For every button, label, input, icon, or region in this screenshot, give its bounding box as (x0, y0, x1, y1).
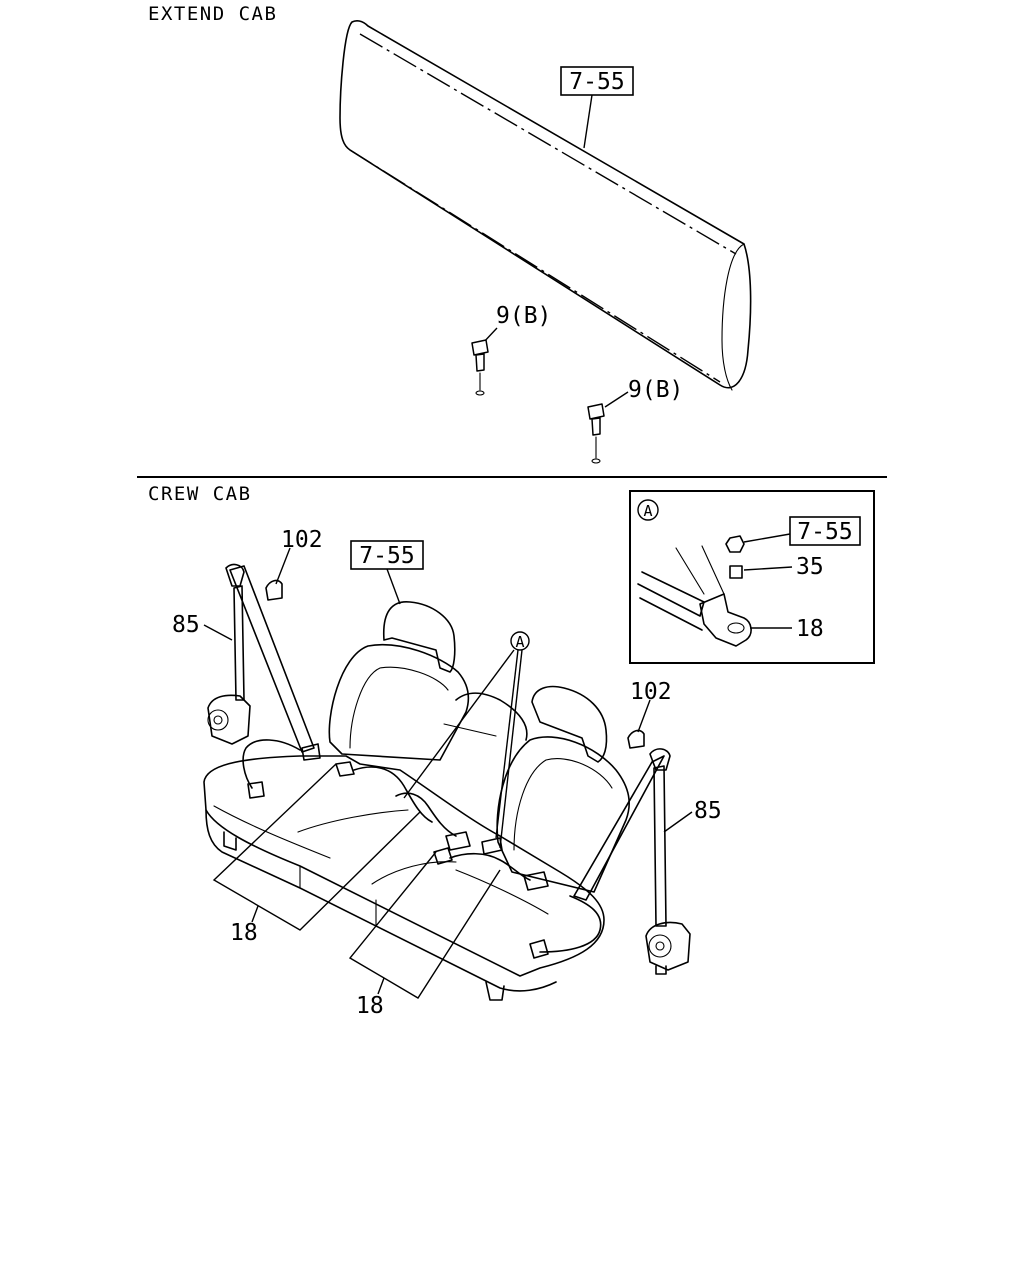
anchor-label-18-left: 18 (230, 920, 258, 946)
ref-label-7-55-extend: 7-55 (569, 69, 624, 95)
rear-seatback-cushion (339, 20, 752, 391)
anchor-callout-left: 18 (212, 763, 421, 946)
detail-bracket-label-18: 18 (796, 616, 824, 642)
rear-bench-seat (203, 601, 630, 1001)
retractor-label-85-right: 85 (694, 798, 722, 824)
section-title-extend-cab: EXTEND CAB (148, 3, 277, 25)
detail-a-title: A (643, 502, 652, 520)
left-seat-belt-assembly (207, 563, 321, 799)
section-title-crew-cab: CREW CAB (148, 483, 252, 505)
bolt-label-9b-left: 9(B) (496, 303, 551, 329)
cover-label-102-right: 102 (630, 679, 672, 705)
detail-ref-label-7-55: 7-55 (797, 519, 852, 545)
ref-label-7-55-crew: 7-55 (359, 543, 414, 569)
bolt-label-9b-right: 9(B) (628, 377, 683, 403)
detail-spacer-label-35: 35 (796, 554, 824, 580)
detail-a-marker: A (403, 631, 530, 849)
ref-box-7-55-crew: 7-55 (350, 540, 424, 605)
detail-a-inset: A 7-55 35 18 (629, 490, 875, 664)
belt-guide-cover-left: 102 (265, 527, 323, 601)
detail-a-marker-label: A (515, 633, 524, 651)
cover-label-102-left: 102 (281, 527, 323, 553)
retractor-label-85-left: 85 (172, 612, 200, 638)
anchor-label-18-center: 18 (356, 993, 384, 1019)
right-seat-belt-assembly (529, 748, 691, 975)
center-belt-buckles (335, 761, 549, 891)
anchor-callout-center: 18 (348, 851, 501, 1019)
retractor-callout-right: 85 (663, 798, 722, 833)
retractor-callout-left: 85 (172, 612, 233, 641)
ref-box-7-55-extend: 7-55 (560, 66, 634, 149)
belt-guide-cover-right: 102 (627, 679, 672, 749)
bolt-9b-right: 9(B) (587, 377, 683, 464)
bolt-9b-left: 9(B) (471, 303, 551, 396)
